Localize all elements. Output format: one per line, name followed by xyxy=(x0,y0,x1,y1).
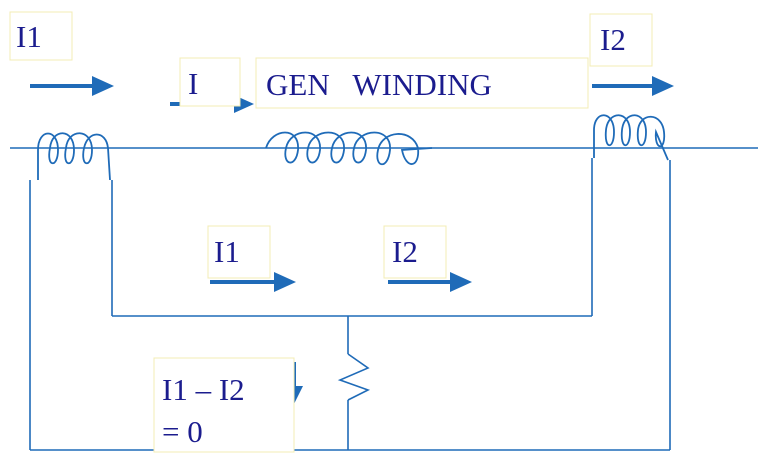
label-gen-winding-text: GEN WINDING xyxy=(266,67,492,102)
label-difference: I1 – I2 = 0 xyxy=(153,357,295,453)
right-ct-coil xyxy=(593,114,669,161)
left-ct-coil xyxy=(37,132,111,181)
label-i2-mid-text: I2 xyxy=(392,234,418,269)
arrow-i2-mid xyxy=(388,272,472,292)
label-difference-line2: = 0 xyxy=(162,414,203,449)
label-i2-mid: I2 xyxy=(383,225,447,279)
label-i1-mid-text: I1 xyxy=(214,234,240,269)
arrow-i1-mid xyxy=(210,272,296,292)
label-i2-top: I2 xyxy=(589,13,653,67)
label-i1-top: I1 xyxy=(9,11,73,61)
label-difference-line1: I1 – I2 xyxy=(162,372,245,407)
generator-winding-coil xyxy=(265,131,433,166)
relay-resistor xyxy=(337,353,371,401)
label-i2-top-text: I2 xyxy=(600,22,626,57)
label-i1-top-text: I1 xyxy=(16,19,42,54)
arrow-i2-top xyxy=(592,76,674,96)
arrow-i1-top xyxy=(30,76,114,96)
label-gen-winding: GEN WINDING xyxy=(255,57,589,109)
label-i-top: I xyxy=(179,57,241,107)
label-i1-mid: I1 xyxy=(207,225,271,279)
label-i-top-text: I xyxy=(188,66,198,101)
